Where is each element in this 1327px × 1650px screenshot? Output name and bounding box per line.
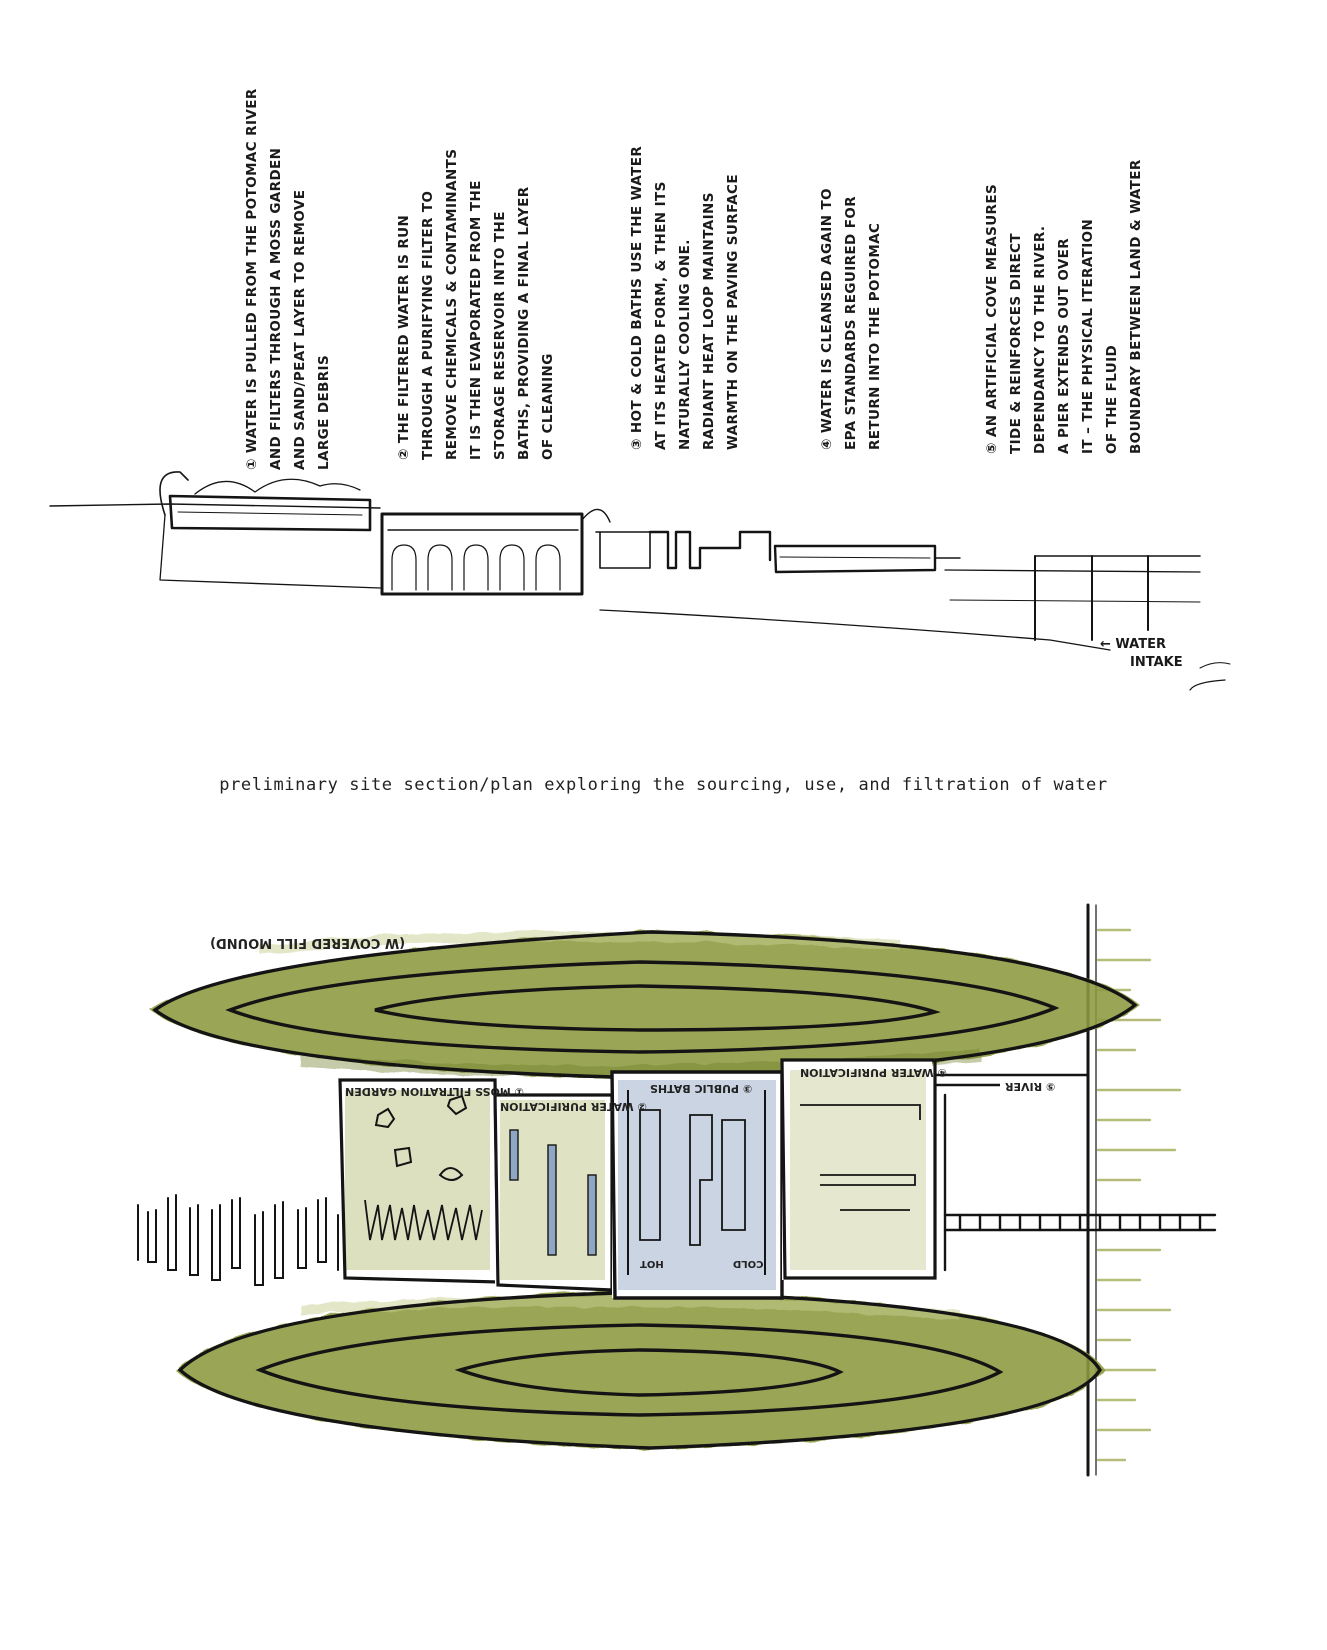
river-bank <box>599 609 1111 651</box>
storage-reservoir <box>380 512 584 596</box>
mound-label: (W covered fill mound) <box>210 935 406 950</box>
bottom-mound <box>175 1290 1105 1450</box>
water-intake-label: ← WATER INTAKE <box>1100 637 1183 670</box>
caption: preliminary site section/plan exploring … <box>219 775 1108 795</box>
return-basin <box>773 544 937 574</box>
intake-pipe <box>159 471 189 516</box>
river-deck <box>935 1073 1088 1087</box>
water-purification-2-label: ④ Water purification <box>800 1066 947 1079</box>
water-purification-block-2 <box>780 1058 937 1280</box>
public-baths-block <box>610 1070 784 1300</box>
moss-garden-basin <box>168 494 372 532</box>
reed-field <box>137 1194 339 1286</box>
moss-garden-mound <box>194 478 361 495</box>
hot-bath-label: Hot <box>640 1258 664 1269</box>
moss-filtration-garden <box>338 1078 500 1284</box>
top-mound <box>150 930 1140 1080</box>
moss-filtration-label: ① Moss filtration garden <box>345 1085 524 1098</box>
water-purification-1-label: ② Water purification <box>500 1100 647 1113</box>
site-section-drawing <box>49 471 1231 691</box>
water-purification-block-1 <box>493 1093 614 1292</box>
public-baths-label: ③ Public baths <box>650 1082 753 1095</box>
river-label: ⑤ River <box>1005 1080 1056 1093</box>
river-hatching <box>1096 928 1182 1462</box>
baths-section <box>595 531 651 569</box>
cold-bath-label: Cold <box>733 1258 764 1269</box>
